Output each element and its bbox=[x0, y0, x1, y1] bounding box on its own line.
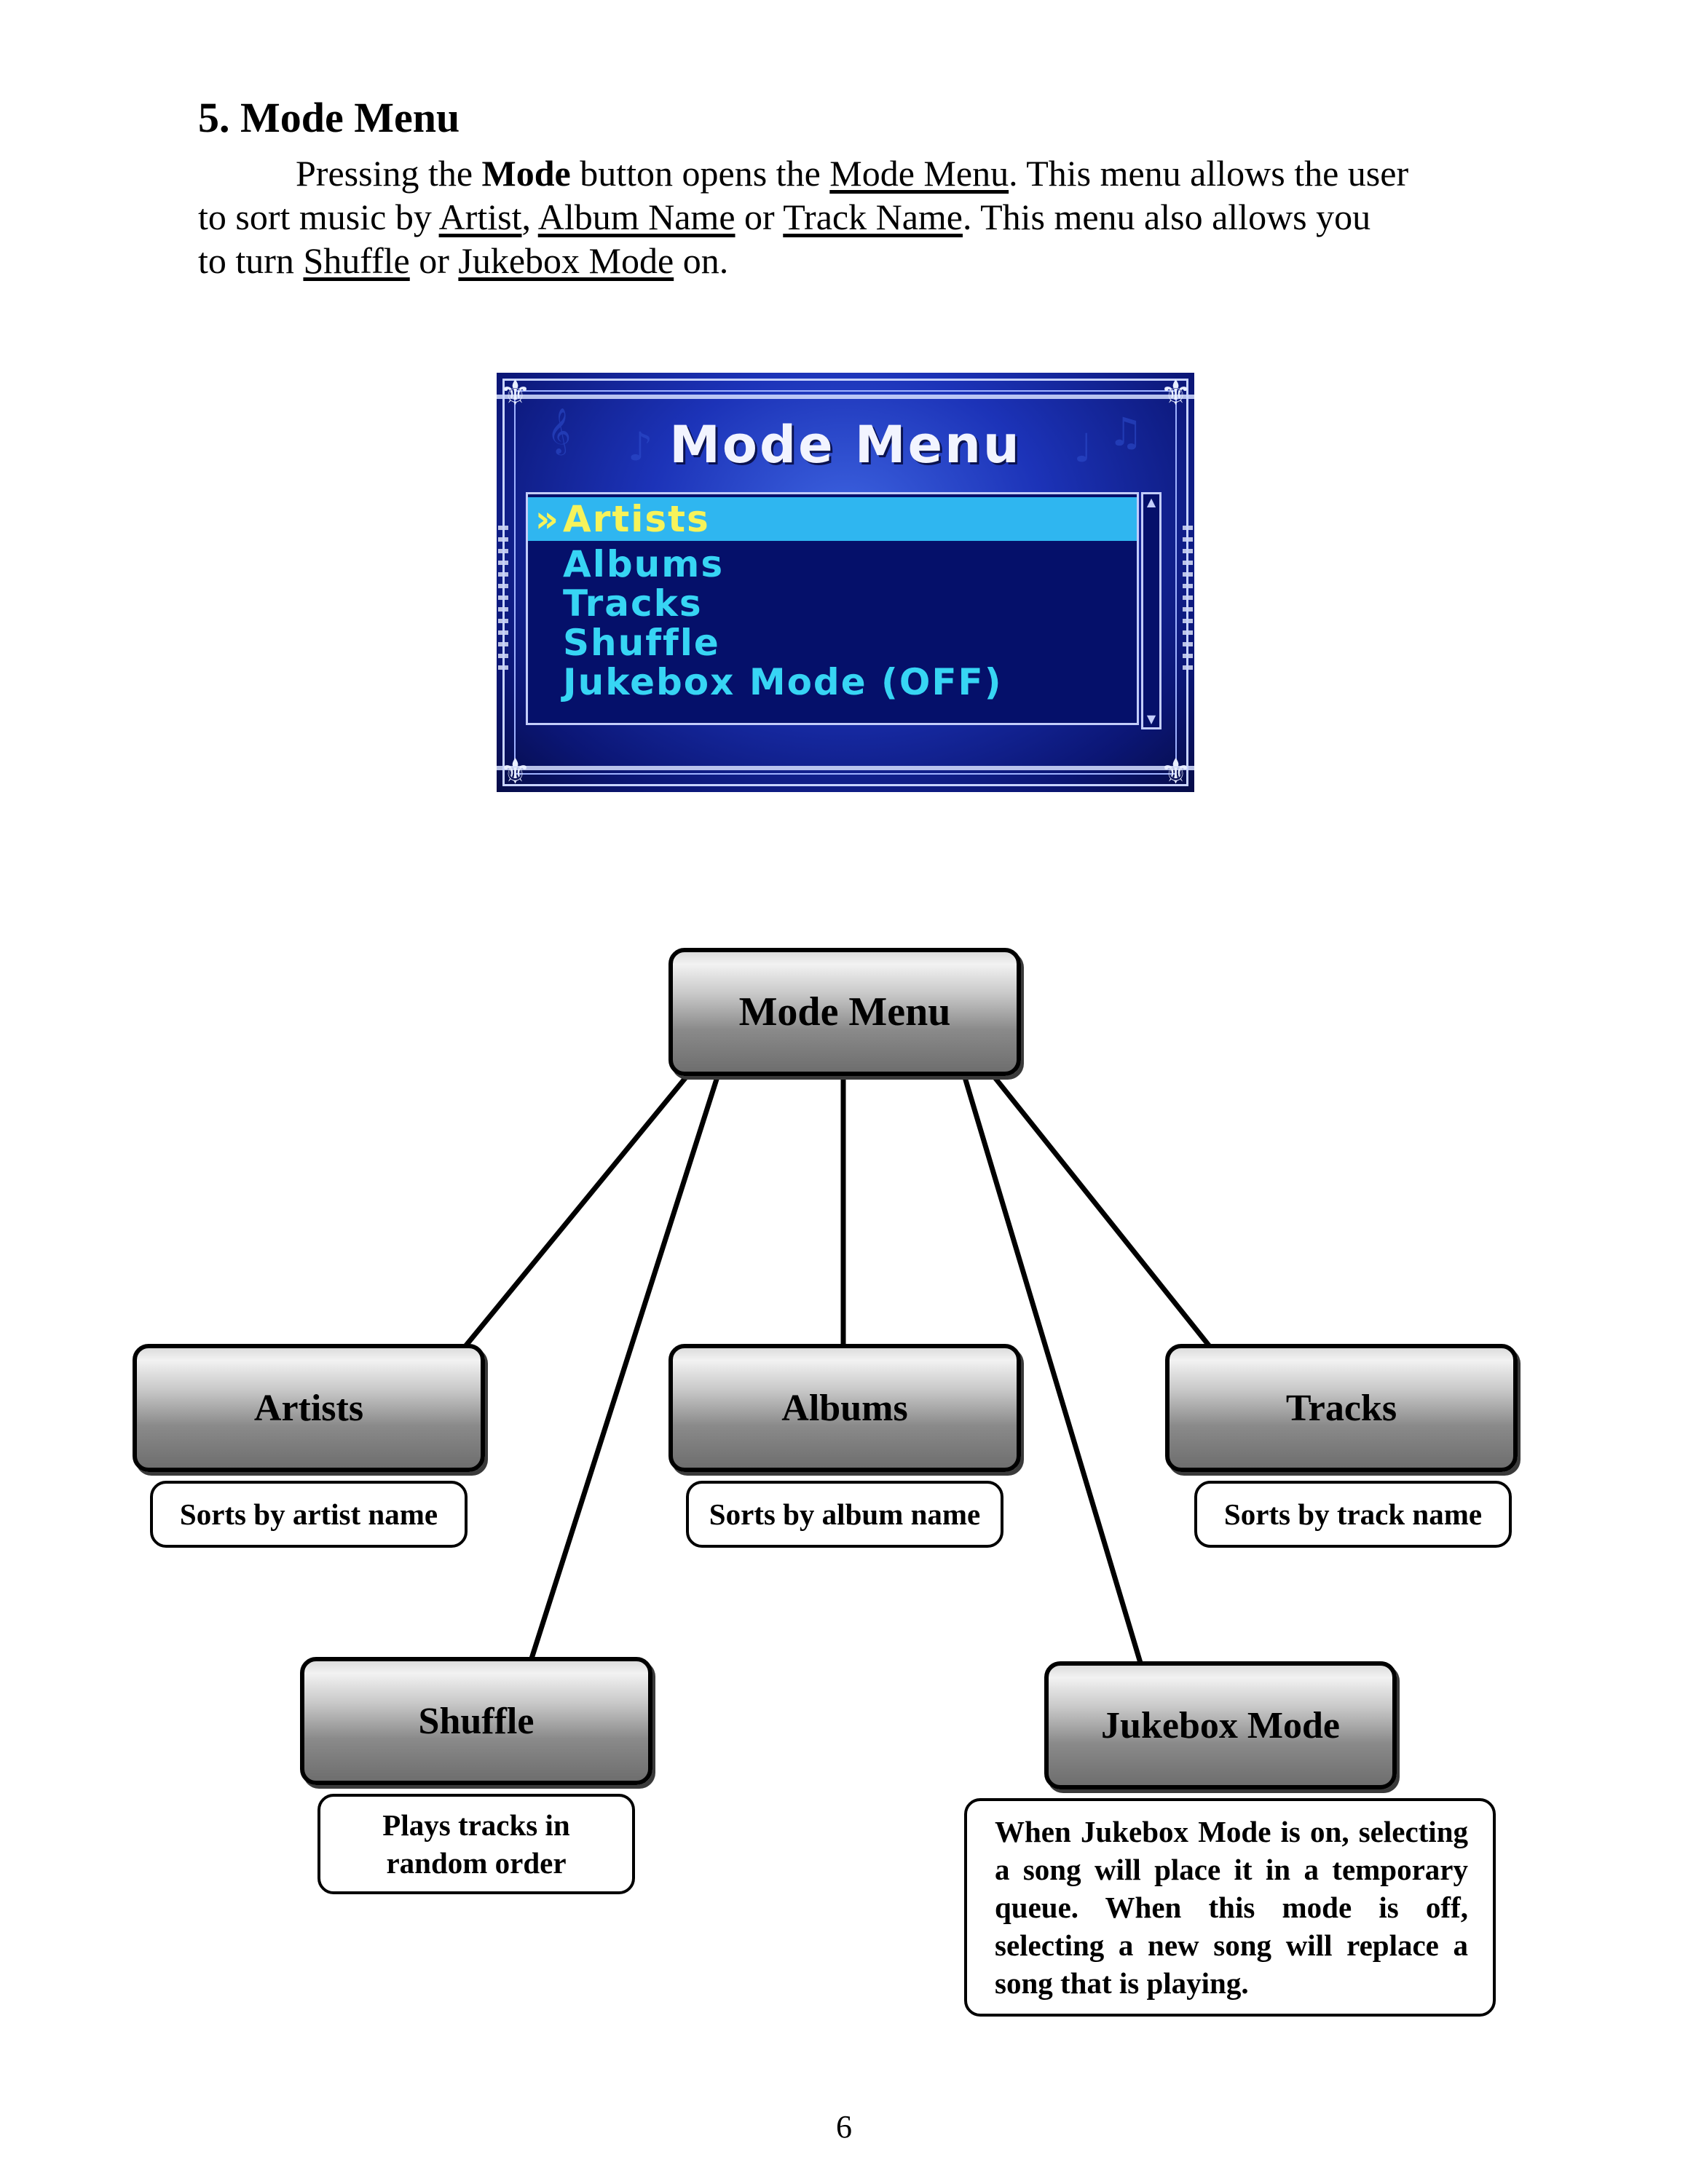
fleur-corner-icon: ⚜ bbox=[500, 751, 532, 792]
music-note-icon: ♫ bbox=[1108, 409, 1143, 455]
menu-item-label: Jukebox Mode (OFF) bbox=[563, 661, 1003, 703]
menu-item-tracks[interactable]: Tracks bbox=[528, 582, 1137, 625]
node-label: Tracks bbox=[1285, 1387, 1397, 1429]
menu-item-artists[interactable]: »Artists bbox=[528, 497, 1137, 541]
decorative-stripe bbox=[497, 395, 1194, 399]
music-note-icon: ♪ bbox=[628, 424, 653, 470]
intro-text: button opens the bbox=[570, 153, 830, 194]
intro-text: , bbox=[521, 197, 538, 237]
intro-term-jukebox-mode: Jukebox Mode bbox=[458, 240, 674, 281]
menu-item-label: Albums bbox=[563, 543, 725, 585]
intro-line-3: to turn Shuffle or Jukebox Mode on. bbox=[198, 239, 1509, 282]
node-mode-menu: Mode Menu bbox=[669, 948, 1021, 1076]
menu-item-albums[interactable]: Albums bbox=[528, 542, 1137, 586]
intro-bold-mode: Mode bbox=[481, 153, 571, 194]
intro-term-artist: Artist bbox=[438, 197, 522, 237]
fleur-corner-icon: ⚜ bbox=[1159, 373, 1191, 414]
node-label: Shuffle bbox=[418, 1700, 535, 1742]
intro-term-mode-menu: Mode Menu bbox=[829, 153, 1009, 194]
menu-item-label: Shuffle bbox=[563, 622, 720, 664]
screen-inner-frame bbox=[514, 390, 1177, 775]
intro-term-album-name: Album Name bbox=[537, 197, 735, 237]
section-heading: 5. Mode Menu bbox=[198, 94, 460, 141]
music-note-icon: ♩ bbox=[1073, 425, 1092, 471]
node-label: Mode Menu bbox=[738, 989, 951, 1034]
screen-title: Mode Menu bbox=[669, 415, 1022, 475]
menu-item-label: Tracks bbox=[563, 582, 703, 625]
scroll-up-arrow-icon[interactable]: ▲ bbox=[1146, 495, 1156, 509]
intro-text: . This menu also allows you bbox=[962, 197, 1371, 237]
device-screenshot: ⚜ ⚜ ⚜ ⚜ 𝄞 ♪ ♫ ♩ Mode Menu »Artists Album… bbox=[497, 373, 1194, 792]
intro-text: Pressing the bbox=[296, 153, 482, 194]
intro-line-1: Pressing the Mode button opens the Mode … bbox=[198, 151, 1509, 195]
desc-line: random order bbox=[386, 1846, 567, 1880]
node-artists: Artists bbox=[133, 1344, 485, 1472]
desc-shuffle: Plays tracks in random order bbox=[318, 1794, 635, 1894]
desc-tracks: Sorts by track name bbox=[1194, 1481, 1512, 1548]
intro-text: to turn bbox=[198, 240, 304, 281]
desc-artists: Sorts by artist name bbox=[150, 1481, 468, 1548]
node-tracks: Tracks bbox=[1165, 1344, 1518, 1472]
menu-scrollbar[interactable]: ▲ ▼ bbox=[1141, 492, 1162, 729]
node-jukebox-mode: Jukebox Mode bbox=[1044, 1661, 1397, 1789]
fleur-corner-icon: ⚜ bbox=[1159, 751, 1191, 792]
screen-frame bbox=[502, 379, 1188, 786]
menu-item-shuffle[interactable]: Shuffle bbox=[528, 621, 1137, 665]
node-label: Albums bbox=[781, 1387, 908, 1429]
desc-albums: Sorts by album name bbox=[686, 1481, 1003, 1548]
connector-artists bbox=[463, 1067, 695, 1348]
music-note-icon: 𝄞 bbox=[548, 408, 571, 454]
scroll-down-arrow-icon[interactable]: ▼ bbox=[1146, 712, 1156, 726]
page-number: 6 bbox=[836, 2109, 852, 2145]
mode-menu-list: »Artists Albums Tracks Shuffle Jukebox M… bbox=[526, 492, 1139, 725]
menu-item-jukebox-mode[interactable]: Jukebox Mode (OFF) bbox=[528, 660, 1137, 704]
node-albums: Albums bbox=[669, 1344, 1021, 1472]
intro-term-shuffle: Shuffle bbox=[303, 240, 410, 281]
intro-text: or bbox=[409, 240, 459, 281]
node-label: Jukebox Mode bbox=[1101, 1704, 1340, 1746]
intro-paragraph: Pressing the Mode button opens the Mode … bbox=[198, 151, 1509, 282]
intro-text: or bbox=[735, 197, 784, 237]
intro-text: on. bbox=[674, 240, 729, 281]
intro-text: to sort music by bbox=[198, 197, 439, 237]
fleur-corner-icon: ⚜ bbox=[500, 373, 532, 414]
intro-text: . This menu allows the user bbox=[1009, 153, 1409, 194]
node-label: Artists bbox=[253, 1387, 364, 1429]
connector-tracks bbox=[986, 1067, 1212, 1348]
desc-line: Plays tracks in bbox=[382, 1808, 570, 1842]
menu-item-label: Artists bbox=[563, 498, 710, 540]
node-shuffle: Shuffle bbox=[300, 1657, 652, 1785]
selection-chevron-icon: » bbox=[535, 498, 560, 540]
desc-jukebox-mode: When Jukebox Mode is on, selecting a son… bbox=[964, 1798, 1496, 2017]
decorative-stripe bbox=[497, 766, 1194, 770]
intro-term-track-name: Track Name bbox=[783, 197, 963, 237]
intro-line-2: to sort music by Artist, Album Name or T… bbox=[198, 195, 1509, 239]
